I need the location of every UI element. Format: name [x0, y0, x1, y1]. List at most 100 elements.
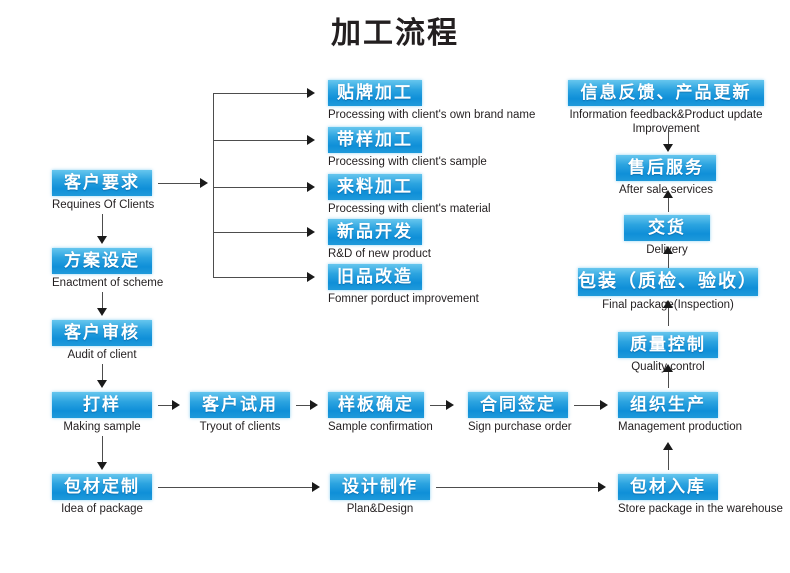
- arrowhead-tryout-to-sample-confirm: [310, 400, 318, 410]
- node-new-product-caption: R&D of new product: [328, 248, 431, 260]
- node-sample-label: 打样: [52, 392, 152, 418]
- connector-branch-trunk: [213, 93, 214, 277]
- node-new-product: 新品开发 R&D of new product: [328, 219, 431, 262]
- node-feedback-label: 信息反馈、产品更新: [568, 80, 764, 106]
- node-tryout-caption: Tryout of clients: [199, 421, 281, 433]
- node-by-sample-label: 带样加工: [328, 127, 422, 153]
- connector-sample-to-package-custom: [102, 436, 103, 466]
- node-sample-confirm-caption: Sample confirmation: [328, 421, 433, 433]
- node-sample: 打样 Making sample: [52, 392, 152, 435]
- connector-branch-by-material: [213, 187, 309, 188]
- node-store-package: 包材入库 Store package in the warehouse: [618, 474, 783, 517]
- node-by-material-label: 来料加工: [328, 174, 422, 200]
- connector-design-to-store-package: [436, 487, 600, 488]
- node-oem-label: 贴牌加工: [328, 80, 422, 106]
- node-design: 设计制作 Plan&Design: [330, 474, 430, 517]
- node-by-material: 来料加工 Processing with client's material: [328, 174, 491, 217]
- node-by-sample-caption: Processing with client's sample: [328, 156, 487, 168]
- node-by-material-caption: Processing with client's material: [328, 203, 491, 215]
- arrowhead-sample-to-package-custom: [97, 462, 107, 470]
- node-package-custom-label: 包材定制: [52, 474, 152, 500]
- arrowhead-sample-confirm-to-contract: [446, 400, 454, 410]
- node-audit-caption: Audit of client: [67, 349, 137, 361]
- node-production: 组织生产 Management production: [618, 392, 742, 435]
- arrowhead-production-to-quality-control: [663, 364, 673, 372]
- node-requirements-caption: Requines Of Clients: [52, 199, 155, 211]
- node-sample-confirm-label: 样板确定: [328, 392, 424, 418]
- node-design-caption: Plan&Design: [346, 503, 414, 515]
- arrowhead-delivery-to-after-sale: [663, 190, 673, 198]
- node-package-custom-caption: Idea of package: [61, 503, 143, 515]
- node-store-package-label: 包材入库: [618, 474, 718, 500]
- connector-delivery-to-after-sale: [668, 196, 669, 212]
- connector-scheme-to-audit: [102, 292, 103, 312]
- node-store-package-caption: Store package in the warehouse: [618, 503, 783, 515]
- node-after-sale-label: 售后服务: [616, 155, 716, 181]
- node-oem-caption: Processing with client's own brand name: [328, 109, 536, 121]
- connector-requirements-to-scheme: [102, 214, 103, 240]
- arrowhead-feedback-to-after-sale: [663, 144, 673, 152]
- arrowhead-requirements-to-branch: [200, 178, 208, 188]
- node-package-custom: 包材定制 Idea of package: [52, 474, 152, 517]
- node-requirements: 客户要求 Requines Of Clients: [52, 170, 155, 213]
- connector-branch-by-sample: [213, 140, 309, 141]
- connector-production-to-quality-control: [668, 370, 669, 388]
- node-design-label: 设计制作: [330, 474, 430, 500]
- connector-package-custom-to-design: [158, 487, 314, 488]
- node-old-improve-label: 旧品改造: [328, 264, 422, 290]
- arrowhead-store-package-to-production: [663, 442, 673, 450]
- node-audit: 客户审核 Audit of client: [52, 320, 152, 363]
- arrowhead-design-to-store-package: [598, 482, 606, 492]
- node-production-label: 组织生产: [618, 392, 718, 418]
- arrowhead-audit-to-sample: [97, 380, 107, 388]
- arrowhead-requirements-to-scheme: [97, 236, 107, 244]
- arrowhead-branch-oem: [307, 88, 315, 98]
- connector-audit-to-sample: [102, 364, 103, 384]
- node-contract-label: 合同签定: [468, 392, 568, 418]
- arrowhead-branch-new-product: [307, 227, 315, 237]
- node-old-improve: 旧品改造 Fomner porduct improvement: [328, 264, 479, 307]
- node-delivery-label: 交货: [624, 215, 710, 241]
- connector-branch-old-improve: [213, 277, 309, 278]
- node-quality-control: 质量控制 Quality control: [618, 332, 718, 375]
- node-audit-label: 客户审核: [52, 320, 152, 346]
- node-contract-caption: Sign purchase order: [468, 421, 572, 433]
- node-after-sale: 售后服务 After sale services: [616, 155, 716, 198]
- node-scheme-label: 方案设定: [52, 248, 152, 274]
- node-quality-control-label: 质量控制: [618, 332, 718, 358]
- arrowhead-package-custom-to-design: [312, 482, 320, 492]
- arrowhead-quality-control-to-final-package: [663, 300, 673, 308]
- connector-quality-control-to-final-package: [668, 306, 669, 326]
- arrowhead-branch-by-material: [307, 182, 315, 192]
- arrowhead-scheme-to-audit: [97, 308, 107, 316]
- node-sample-confirm: 样板确定 Sample confirmation: [328, 392, 433, 435]
- connector-sample-to-tryout: [158, 405, 174, 406]
- node-feedback-caption: Information feedback&Product update Impr…: [569, 109, 763, 135]
- connector-sample-confirm-to-contract: [430, 405, 448, 406]
- arrowhead-sample-to-tryout: [172, 400, 180, 410]
- page-title: 加工流程: [331, 16, 459, 51]
- connector-contract-to-production: [574, 405, 602, 406]
- arrowhead-branch-by-sample: [307, 135, 315, 145]
- node-new-product-label: 新品开发: [328, 219, 422, 245]
- connector-requirements-to-branch: [158, 183, 202, 184]
- node-by-sample: 带样加工 Processing with client's sample: [328, 127, 487, 170]
- node-old-improve-caption: Fomner porduct improvement: [328, 293, 479, 305]
- node-scheme: 方案设定 Enactment of scheme: [52, 248, 164, 291]
- connector-final-package-to-delivery: [668, 252, 669, 268]
- node-feedback: 信息反馈、产品更新 Information feedback&Product u…: [568, 80, 764, 136]
- arrowhead-contract-to-production: [600, 400, 608, 410]
- node-requirements-label: 客户要求: [52, 170, 152, 196]
- node-tryout-label: 客户试用: [190, 392, 290, 418]
- node-final-package-label: 包装（质检、验收）: [578, 268, 758, 296]
- node-scheme-caption: Enactment of scheme: [52, 277, 164, 289]
- connector-feedback-to-after-sale: [668, 128, 669, 146]
- connector-store-package-to-production: [668, 446, 669, 470]
- node-oem: 贴牌加工 Processing with client's own brand …: [328, 80, 536, 123]
- connector-tryout-to-sample-confirm: [296, 405, 312, 406]
- connector-branch-new-product: [213, 232, 309, 233]
- node-sample-caption: Making sample: [63, 421, 141, 433]
- node-tryout: 客户试用 Tryout of clients: [190, 392, 290, 435]
- arrowhead-final-package-to-delivery: [663, 246, 673, 254]
